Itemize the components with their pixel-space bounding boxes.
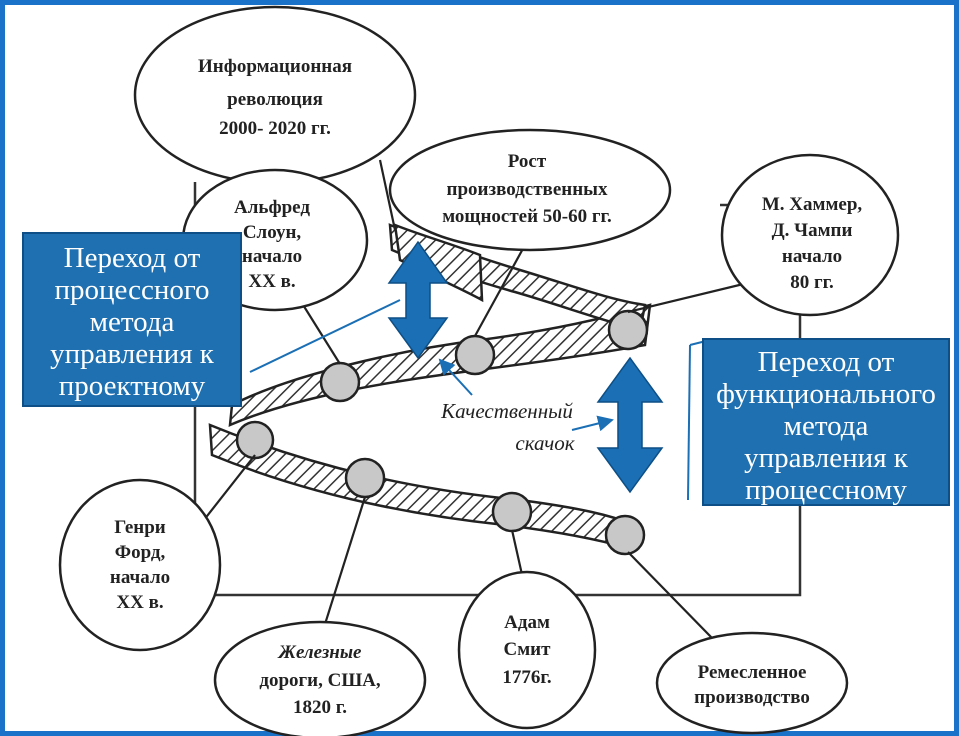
callout-ellipses bbox=[58, 5, 900, 736]
growth-line-1: Рост bbox=[508, 151, 547, 172]
growth-line-3: мощностей 50-60 гг. bbox=[442, 206, 612, 227]
node-hammer bbox=[607, 309, 649, 351]
pointer-lines bbox=[249, 299, 711, 501]
sloan-line-1: Альфред bbox=[234, 197, 310, 218]
hammer-line-3: начало bbox=[782, 246, 842, 267]
ford-line-4: XX в. bbox=[116, 592, 163, 613]
craft-line-2: производство bbox=[694, 687, 810, 708]
bubble-texts: Информационная революция 2000- 2020 гг. … bbox=[110, 56, 863, 718]
connector-lines bbox=[199, 159, 761, 641]
transition-box-left: Переход от процессного метода управления… bbox=[22, 232, 242, 407]
growth-line-2: производственных bbox=[447, 179, 608, 200]
sloan-line-2: Слоун, bbox=[243, 222, 302, 243]
node-railways bbox=[344, 457, 386, 499]
hammer-line-2: Д. Чампи bbox=[772, 220, 853, 241]
transition-box-right: Переход от функционального метода управл… bbox=[702, 338, 950, 506]
node-ford bbox=[235, 420, 275, 460]
double-arrow-left bbox=[387, 240, 449, 360]
craft-line-1: Ремесленное bbox=[698, 662, 807, 683]
ellipse-craft bbox=[655, 631, 849, 735]
sloan-line-4: XX в. bbox=[248, 271, 295, 292]
node-sloan bbox=[319, 361, 361, 403]
ellipse-ford bbox=[58, 478, 222, 652]
ellipse-smith bbox=[457, 570, 597, 730]
left-box-line-4: управления к bbox=[50, 338, 214, 370]
railways-line-3: 1820 г. bbox=[293, 697, 347, 718]
left-box-line-2: процессного bbox=[54, 274, 210, 306]
left-box-line-3: метода bbox=[89, 306, 175, 338]
info-line-2: революция bbox=[227, 89, 323, 110]
ellipse-railways bbox=[213, 620, 427, 736]
node-craft bbox=[604, 514, 646, 556]
double-arrow-right bbox=[596, 356, 664, 494]
hammer-line-1: М. Хаммер, bbox=[762, 194, 863, 215]
right-box-line-1: Переход от bbox=[757, 346, 895, 378]
right-box-line-3: метода bbox=[783, 410, 869, 442]
railways-line-1: Железные bbox=[277, 642, 362, 663]
ford-line-3: начало bbox=[110, 567, 170, 588]
ellipse-hammer bbox=[720, 153, 900, 317]
node-growth bbox=[454, 334, 496, 376]
smith-line-3: 1776г. bbox=[502, 667, 551, 688]
right-box-line-4: управления к bbox=[744, 442, 908, 474]
ford-line-1: Генри bbox=[114, 517, 166, 538]
ellipse-growth bbox=[388, 128, 672, 252]
smith-line-2: Смит bbox=[504, 639, 552, 660]
hammer-line-4: 80 гг. bbox=[790, 272, 834, 293]
jump-label-line-2: скачок bbox=[515, 431, 574, 455]
info-line-1: Информационная bbox=[198, 56, 352, 77]
jump-label-line-1: Качественный bbox=[440, 399, 573, 423]
spiral-nodes bbox=[235, 309, 649, 556]
ford-line-2: Форд, bbox=[115, 542, 166, 563]
left-box-line-1: Переход от bbox=[63, 242, 201, 274]
node-smith bbox=[491, 491, 533, 533]
right-box-line-5: процессному bbox=[745, 474, 907, 506]
left-box-line-5: проектному bbox=[58, 370, 206, 402]
info-line-3: 2000- 2020 гг. bbox=[219, 118, 331, 139]
right-box-line-2: функционального bbox=[716, 378, 936, 410]
sloan-line-3: начало bbox=[242, 246, 302, 267]
railways-line-2: дороги, США, bbox=[259, 670, 381, 691]
smith-line-1: Адам bbox=[504, 612, 550, 633]
